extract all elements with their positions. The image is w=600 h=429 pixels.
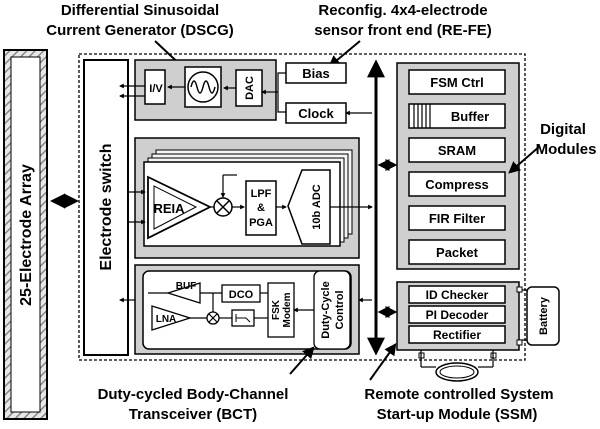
module-compress-label: Compress [425, 177, 489, 192]
dac-label: DAC [244, 76, 256, 100]
digital-caption-pointer [508, 145, 541, 174]
module-fir-filter [408, 205, 506, 231]
adc-label: 10b ADC [311, 184, 323, 229]
reia-amplifier-shape [147, 175, 213, 240]
frontend-block: REIA LPF & PGA 10b ADC [134, 137, 360, 259]
electrode-array-block: 25-Electrode Array [3, 49, 48, 420]
module-buffer [408, 103, 506, 129]
module-pi-decoder [408, 305, 506, 324]
battery-label: Battery [538, 296, 550, 335]
bct-caption-line2: Transceiver (BCT) [129, 406, 257, 423]
electrode-array-label: 25-Electrode Array [18, 164, 35, 306]
dac-shape [235, 69, 263, 107]
lpf-label: LPF [251, 188, 272, 200]
lna-shape [151, 305, 193, 331]
module-buffer-label: Buffer [451, 109, 489, 124]
module-fir-filter-label: FIR Filter [429, 211, 485, 226]
dscg-caption-line2: Current Generator (DSCG) [46, 22, 234, 39]
module-pi-decoder-label: PI Decoder [426, 308, 489, 322]
dscg-block: I/V DAC [134, 59, 277, 121]
clock-label: Clock [298, 106, 334, 121]
receiver-coil-icon [435, 362, 479, 382]
digital-modules-block: FSM Ctrl Buffer SRAM Compress FIR Filter… [396, 62, 520, 270]
lna-label: LNA [156, 314, 177, 325]
control-label: Control [334, 290, 346, 329]
iv-converter-shape [144, 69, 166, 105]
module-rectifier-label: Rectifier [433, 328, 481, 342]
module-compress [408, 171, 506, 197]
duty-cycle-label: Duty-Cycle [320, 281, 332, 338]
module-packet [408, 239, 506, 265]
module-id-checker [408, 285, 506, 304]
bct-caption-pointer [289, 346, 315, 375]
module-id-checker-label: ID Checker [426, 288, 489, 302]
dco-label: DCO [229, 289, 254, 301]
module-fsm-ctrl-label: FSM Ctrl [430, 75, 483, 90]
battery-block: Battery [526, 286, 560, 346]
ssm-caption-line2: Start-up Module (SSM) [377, 406, 538, 423]
refe-caption-line2: sensor front end (RE-FE) [314, 22, 492, 39]
dscg-caption-line1: Differential Sinusoidal [61, 2, 219, 19]
fsk-label: FSK [271, 299, 282, 320]
module-sram [408, 137, 506, 163]
module-rectifier [408, 325, 506, 344]
bct-block: BUF LNA DCO FSK Modem Duty-Cycle Control [134, 264, 360, 355]
lpf-pga-box [245, 180, 277, 236]
ssm-block: ID Checker PI Decoder Rectifier [396, 281, 520, 351]
pga-label: PGA [249, 217, 273, 229]
lpf-amp-label: & [257, 202, 265, 214]
reia-label: REIA [153, 201, 185, 216]
bias-block: Bias [285, 62, 347, 84]
electrode-switch-block: Electrode switch [83, 59, 129, 356]
ssm-caption-line1: Remote controlled System [364, 386, 553, 403]
bias-label: Bias [302, 66, 329, 81]
bct-caption-line1: Duty-cycled Body-Channel [98, 386, 289, 403]
digital-caption-line1: Digital [540, 121, 586, 138]
module-packet-label: Packet [436, 245, 479, 260]
sine-wave-icon [190, 80, 216, 94]
modem-label: Modem [282, 292, 293, 327]
buf-label: BUF [176, 281, 197, 292]
module-fsm-ctrl [408, 69, 506, 95]
clock-block: Clock [285, 102, 347, 124]
module-sram-label: SRAM [438, 143, 476, 158]
ssm-caption-pointer [369, 343, 397, 381]
iv-label: I/V [149, 83, 163, 95]
electrode-switch-label: Electrode switch [98, 143, 115, 270]
digital-caption-line2: Modules [536, 141, 597, 158]
refe-caption-line1: Reconfig. 4x4-electrode [318, 2, 487, 19]
